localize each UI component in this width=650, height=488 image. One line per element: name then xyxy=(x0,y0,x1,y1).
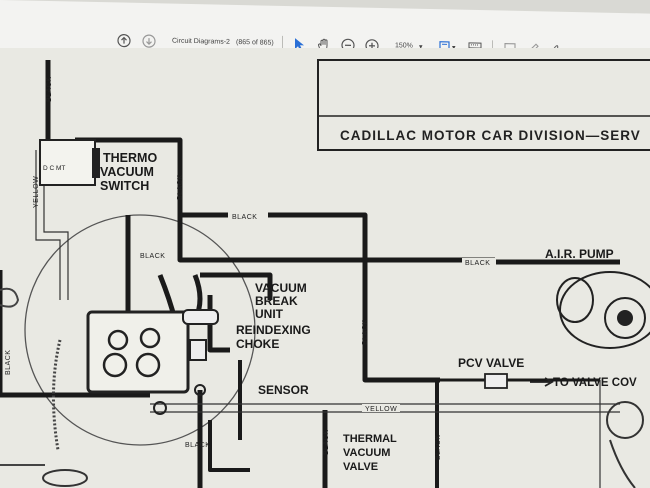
label-vacuum-break-2: BREAK xyxy=(255,294,298,308)
label-switch: SWITCH xyxy=(100,179,149,193)
black-hoses xyxy=(0,60,620,488)
sensor-fitting xyxy=(194,384,206,396)
hose-label-black-thermal: BLACK xyxy=(323,430,330,455)
hose-label-yellow-left: YELLOW xyxy=(33,176,40,208)
label-air-pump: A.I.R. PUMP xyxy=(545,247,614,261)
document-page: CADILLAC MOTOR CAR DIVISION—SERV xyxy=(0,48,650,488)
keyboard-scroll-icon[interactable] xyxy=(467,40,483,56)
label-thermal-valve: VALVE xyxy=(343,461,378,473)
label-thermal-vacuum: VACUUM xyxy=(343,447,390,459)
hose-label-black-top-left: BLACK xyxy=(46,77,53,102)
label-reindexing: REINDEXING xyxy=(236,323,311,337)
switch-port-labels: D C MT xyxy=(43,165,65,172)
label-thermo: THERMO xyxy=(103,151,157,165)
hose-label-black-center: BLACK xyxy=(362,320,369,345)
page-indicator[interactable]: (865 of 865) xyxy=(236,38,274,47)
label-choke: CHOKE xyxy=(236,337,279,351)
select-cursor-icon[interactable] xyxy=(291,36,307,52)
hose-label-black-top: BLACK xyxy=(232,214,257,221)
hose-label-black-pump: BLACK xyxy=(465,260,490,267)
reindexing-choke xyxy=(189,339,207,361)
carb-bore-1 xyxy=(107,329,129,351)
hose-label-black-bottom: BLACK xyxy=(185,442,210,449)
label-vacuum-break-3: UNIT xyxy=(255,307,284,321)
bottom-diaphragm xyxy=(42,469,88,487)
air-pump xyxy=(556,271,650,349)
label-sensor: SENSOR xyxy=(258,383,309,397)
thermo-switch-body xyxy=(39,139,96,186)
next-page-icon[interactable] xyxy=(141,33,157,49)
vacuum-break-unit xyxy=(182,309,219,325)
to-valve-arrow-icon xyxy=(530,377,554,387)
label-vacuum-break-1: VACUUM xyxy=(255,281,307,295)
carb-bore-2 xyxy=(139,327,161,349)
label-to-valve-cover: TO VALVE COV xyxy=(553,377,637,389)
hose-label-black-switch: BLACK xyxy=(177,175,184,200)
label-vacuum: VACUUM xyxy=(100,165,154,179)
air-cleaner-outline xyxy=(24,214,256,446)
hose-label-yellow-bottom: YELLOW xyxy=(365,406,397,413)
hose-label-black-right: BLACK xyxy=(435,435,442,460)
carb-bore-4 xyxy=(135,352,161,378)
title-block-text: CADILLAC MOTOR CAR DIVISION—SERV xyxy=(340,128,641,143)
document-title: Circuit Diagrams-2 xyxy=(172,37,230,46)
right-valve-cluster xyxy=(606,401,644,488)
label-thermal: THERMAL xyxy=(343,433,397,445)
thermo-switch-stem xyxy=(92,148,100,178)
label-pcv-valve: PCV VALVE xyxy=(458,356,524,370)
hose-label-black-mid: BLACK xyxy=(140,253,165,260)
title-block-frame xyxy=(317,59,650,151)
hose-label-black-left: BLACK xyxy=(5,350,12,375)
vacuum-hose-diagram: CADILLAC MOTOR CAR DIVISION—SERV xyxy=(0,59,650,488)
carb-bore-3 xyxy=(102,352,128,378)
yellow-fitting xyxy=(153,401,167,415)
carburetor-body xyxy=(86,310,190,394)
choke-linkage xyxy=(51,339,62,451)
left-fitting xyxy=(0,287,20,308)
previous-page-icon[interactable] xyxy=(116,32,132,48)
pcv-valve-body xyxy=(484,373,508,389)
